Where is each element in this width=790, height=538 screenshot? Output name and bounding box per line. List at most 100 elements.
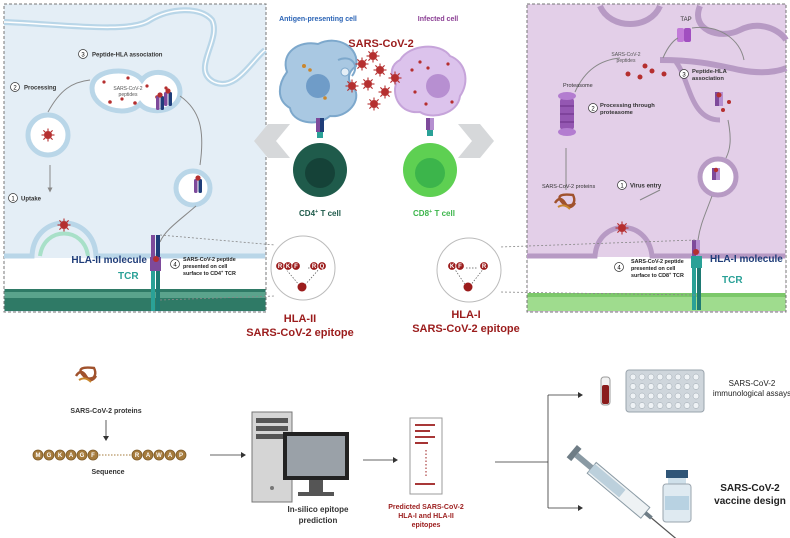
hla1-residue-2: R xyxy=(479,261,489,271)
left-step3-number: 3 xyxy=(81,53,85,59)
right-tcr-label: TCR xyxy=(722,275,743,286)
blood-tube-icon xyxy=(600,376,611,406)
hla2-residue-2-letter: F xyxy=(294,264,298,270)
hla1-residue-1: F xyxy=(455,261,465,271)
right-grey-arrow xyxy=(458,124,494,158)
hla1-epitope-title-line1: HLA-I xyxy=(451,309,480,321)
right-step3-line2: association xyxy=(692,76,724,82)
sars-cov-2-label: SARS-CoV-2 xyxy=(348,38,413,50)
tap-label: TAP xyxy=(680,17,691,23)
svg-text:surface to CD8+ TCR: surface to CD8+ TCR xyxy=(631,272,684,279)
svg-text:CD4+ T cell: CD4+ T cell xyxy=(299,209,341,218)
sequence-left-residue-3-letter: A xyxy=(69,453,74,459)
sequence-right-residue-0: R xyxy=(131,449,143,461)
hla2-residue-1: K xyxy=(283,261,293,271)
sequence-left-residue-1: G xyxy=(43,449,55,461)
assays-line1: SARS-CoV-2 xyxy=(729,379,776,388)
vaccine-line2: vaccine design xyxy=(714,496,786,507)
left-step4-number: 4 xyxy=(173,263,177,269)
hla1-residue-1-letter: F xyxy=(458,264,462,270)
well xyxy=(629,402,637,409)
cd8-sup: + xyxy=(429,209,432,215)
left-step2: 2 Processing xyxy=(10,82,57,92)
right-step4: 4 SARS-CoV-2 peptide presented on cell s… xyxy=(614,259,684,279)
predicted-line3: epitopes xyxy=(412,522,441,529)
right-extracellular-band xyxy=(527,257,786,293)
well xyxy=(665,383,673,390)
sequence-right-residue-3: A xyxy=(164,449,176,461)
right-step4-sup: + xyxy=(669,272,672,276)
well xyxy=(629,392,637,400)
left-extracellular-band xyxy=(4,257,266,289)
left-step4-line2: presented on cell xyxy=(183,264,228,270)
cd8-suffix: T cell xyxy=(432,209,455,218)
computer-icon xyxy=(251,411,349,503)
left-peptides-line1: SARS-CoV-2 xyxy=(113,86,142,92)
infected-cell-label: Infected cell xyxy=(418,16,459,23)
apc-label: Antigen-presenting cell xyxy=(279,16,357,23)
well xyxy=(665,392,673,400)
sequence-right-residue-1-letter: A xyxy=(146,453,151,459)
well xyxy=(647,373,655,381)
left-step4-line1: SARS-CoV-2 peptide xyxy=(183,257,236,263)
well xyxy=(656,402,664,409)
left-grey-arrow xyxy=(254,124,290,158)
hla2-residue-4-letter: Q xyxy=(320,264,325,270)
sequence-right-residue-4: P xyxy=(175,449,187,461)
right-membrane-band xyxy=(527,293,786,311)
vaccine-line1: SARS-CoV-2 xyxy=(720,483,780,494)
hla-i-molecule-label: HLA-I molecule xyxy=(710,254,783,265)
hla1-residue-2-letter: R xyxy=(482,264,487,270)
right-step2-number: 2 xyxy=(591,107,595,113)
right-step4-suffix: TCR xyxy=(671,273,684,279)
prediction-line1: In-silico epitope xyxy=(288,505,349,514)
left-step1-number: 1 xyxy=(11,197,15,203)
well xyxy=(683,392,691,400)
left-step4-suffix: TCR xyxy=(223,271,236,277)
left-step2-label: Processing xyxy=(24,86,57,92)
sequence-right-residue-3-letter: A xyxy=(168,453,173,459)
center-top: Antigen-presenting cell Infected cell SA… xyxy=(254,16,494,218)
well xyxy=(674,383,682,390)
cd4-sup: + xyxy=(315,209,318,215)
right-step2: 2 Processing through proteasome xyxy=(588,103,655,116)
predicted-line1: Predicted SARS-CoV-2 xyxy=(388,504,464,511)
well xyxy=(683,402,691,409)
hla1-residue-0: K xyxy=(447,261,457,271)
right-peptides-line2: peptides xyxy=(617,58,636,64)
well xyxy=(674,392,682,400)
well xyxy=(692,392,700,400)
hla2-residue-2: F xyxy=(291,261,301,271)
well xyxy=(692,373,700,381)
hla1-epitope-circle xyxy=(436,237,502,303)
well xyxy=(638,402,646,409)
protein-icon xyxy=(74,366,98,384)
well xyxy=(647,392,655,400)
well xyxy=(656,392,664,400)
well xyxy=(656,373,664,381)
right-panel: TAP SARS-CoV-2 peptides Proteasome 3 Pep… xyxy=(526,3,789,313)
left-step3-label: Peptide-HLA association xyxy=(92,53,163,59)
right-step4-line1: SARS-CoV-2 peptide xyxy=(631,259,684,265)
proteasome-icon xyxy=(558,92,576,136)
hla2-epitope-title-line2: SARS-CoV-2 epitope xyxy=(246,327,354,339)
left-tcr-label: TCR xyxy=(118,271,139,282)
right-step4-line3: surface to CD8 xyxy=(631,273,669,279)
cd4-suffix: T cell xyxy=(318,209,341,218)
sequence-left-residue-2-letter: K xyxy=(58,453,63,459)
left-step1: 1 Uptake xyxy=(8,193,42,203)
sequence-right-residue-1: A xyxy=(142,449,154,461)
hla2-residue-3-letter: R xyxy=(312,264,317,270)
pipeline-proteins-label: SARS-CoV-2 proteins xyxy=(70,408,141,415)
sequence-left-residue-2: K xyxy=(54,449,66,461)
left-peptides-line2: peptides xyxy=(119,92,138,98)
right-proteins-label: SARS-CoV-2 proteins xyxy=(542,184,595,190)
right-step1-label: Virus entry xyxy=(630,184,662,190)
hla2-residue-0-letter: R xyxy=(278,264,283,270)
sheet-icon xyxy=(409,417,443,495)
sequence-label: Sequence xyxy=(91,469,124,476)
